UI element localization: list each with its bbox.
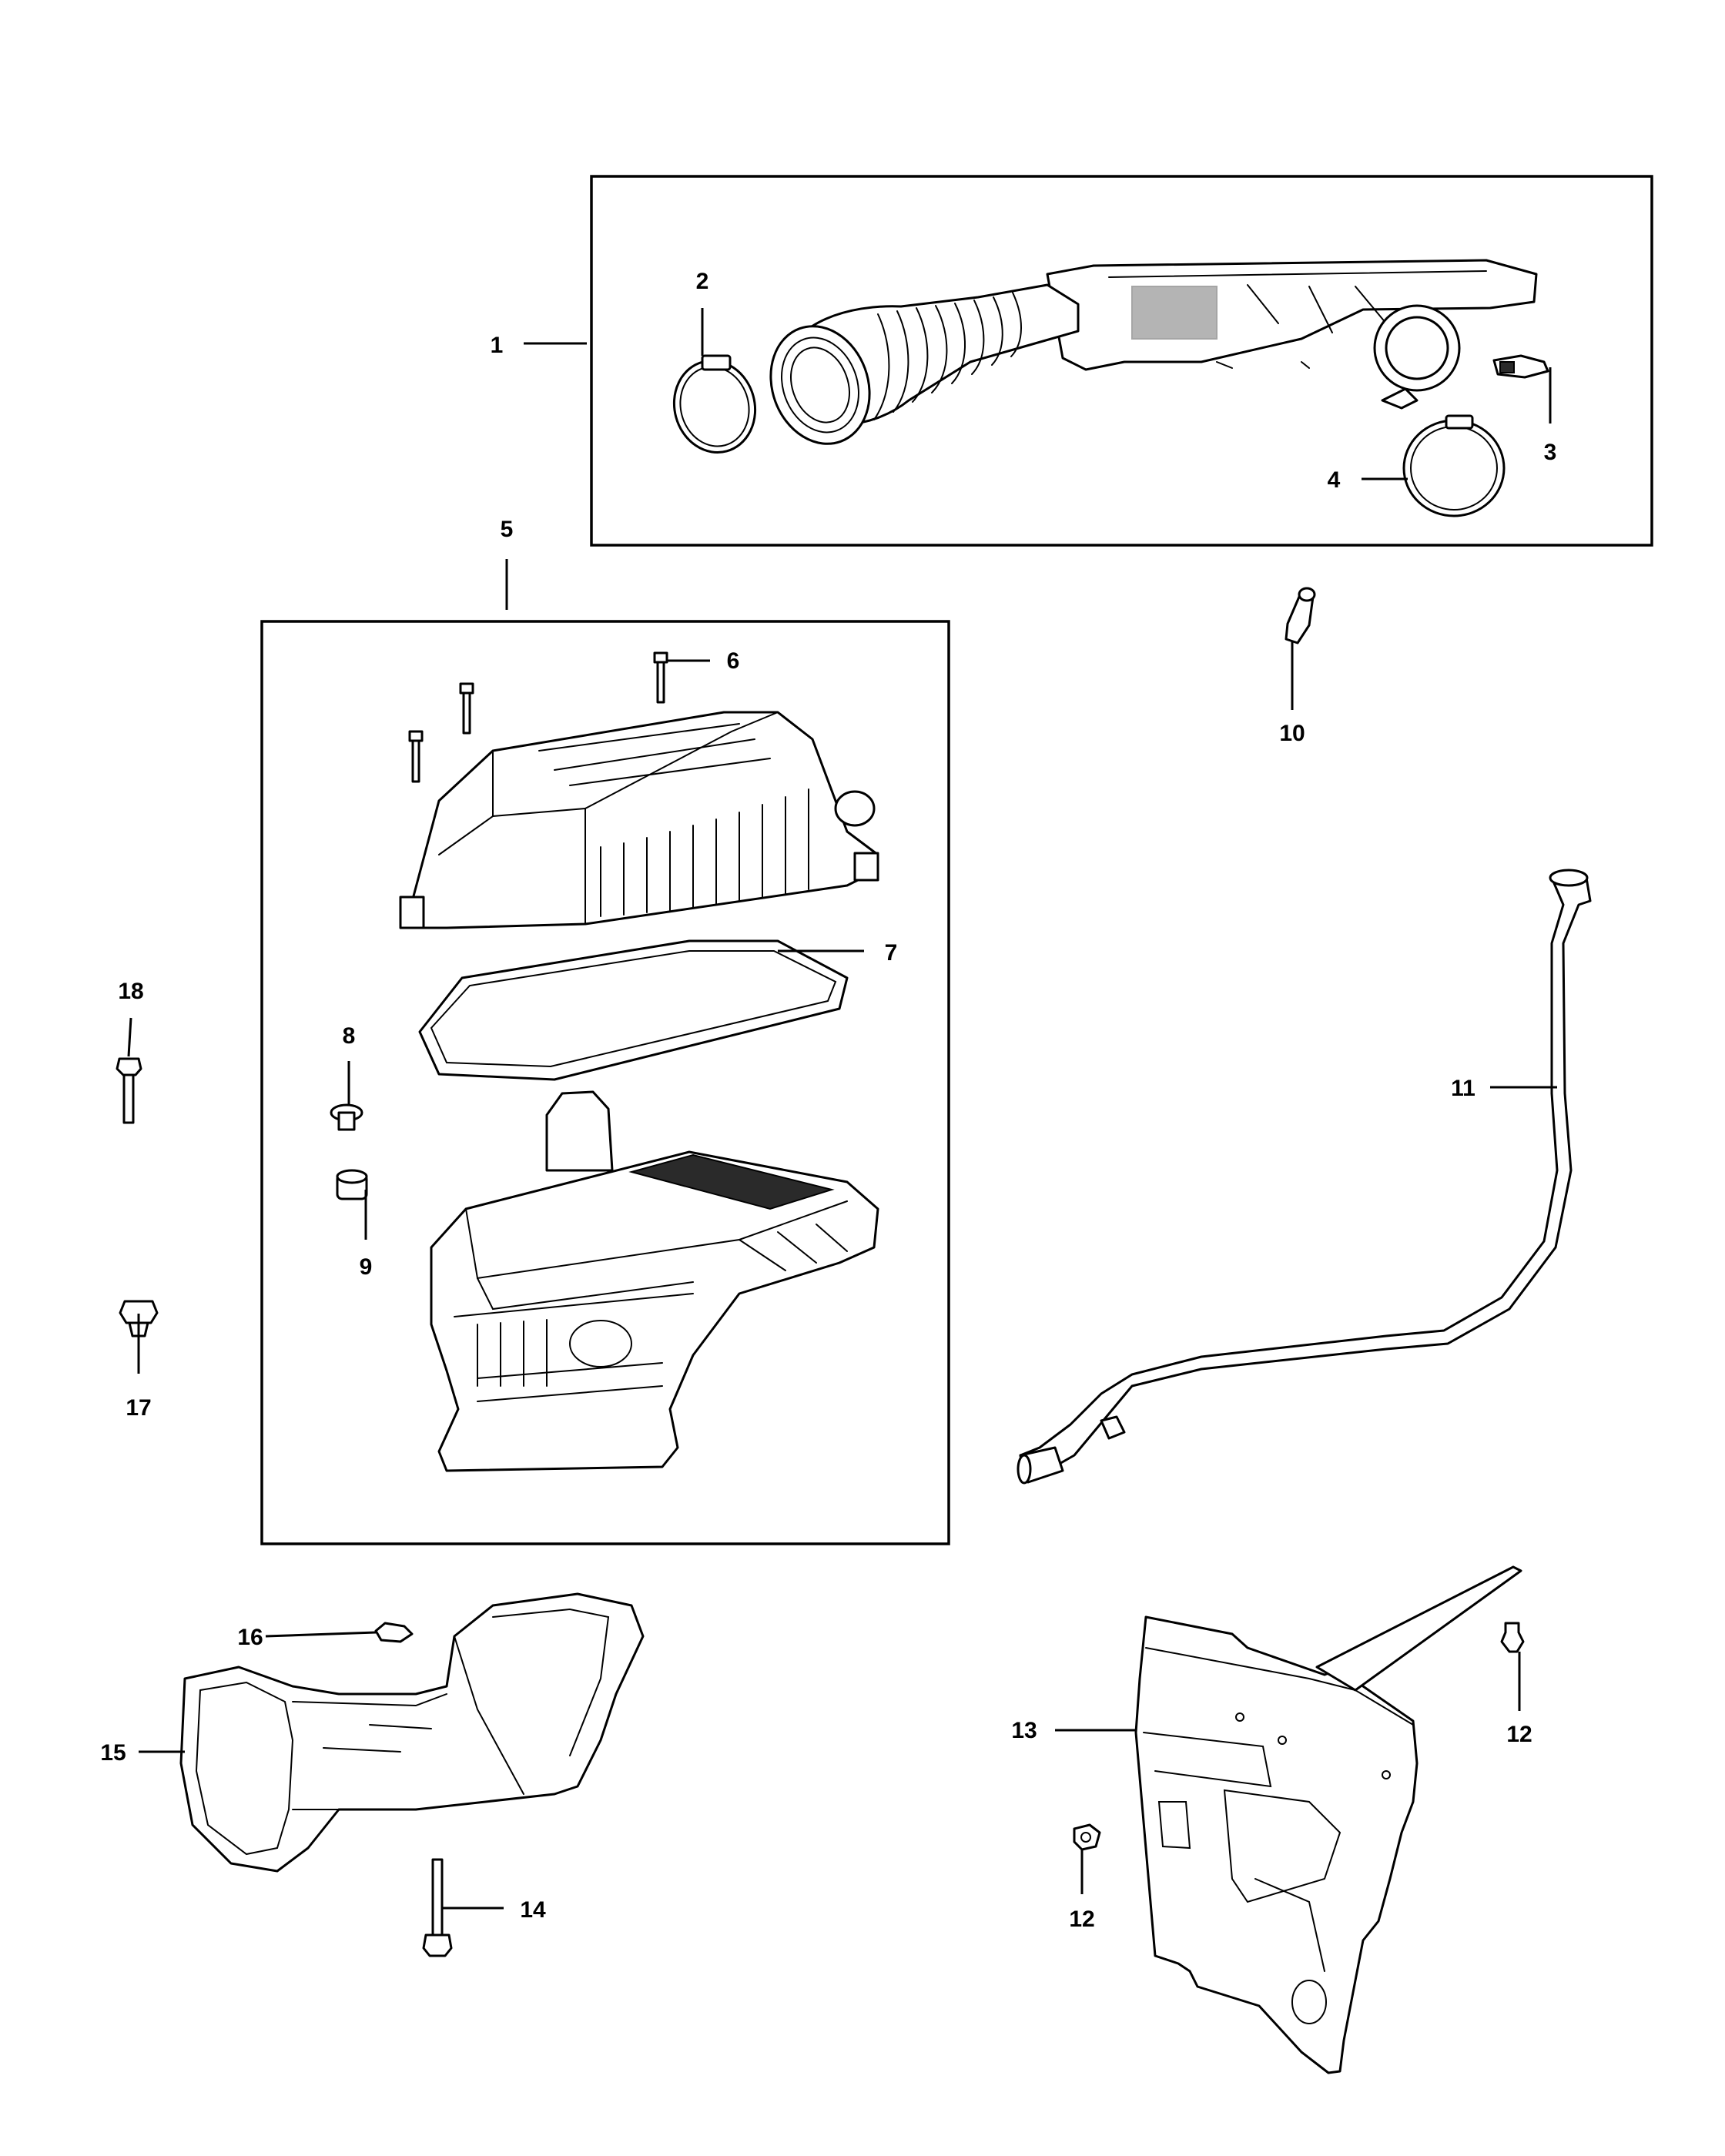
part-12-push-pin-lower (1073, 1823, 1101, 1851)
part-11-tube (1017, 869, 1592, 1485)
group-frame-5 (260, 620, 950, 1545)
callout-16: 16 (237, 1625, 263, 1650)
part-13-shield (1134, 1565, 1522, 2074)
part-4-hose-clamp (1402, 414, 1506, 517)
part-3-sensor (1492, 354, 1549, 379)
callout-1: 1 (491, 333, 504, 358)
part-16-clip (374, 1622, 414, 1643)
part-2-hose-clamp (672, 354, 757, 454)
callout-12-lower: 12 (1069, 1907, 1094, 1932)
leader-lines (127, 308, 1557, 1910)
callout-13: 13 (1011, 1718, 1037, 1743)
callout-6: 6 (727, 648, 740, 674)
callout-11: 11 (1451, 1076, 1475, 1101)
part-14-bolt (422, 1858, 453, 1957)
callout-10: 10 (1279, 721, 1305, 746)
callout-14: 14 (520, 1897, 546, 1923)
part-15-air-duct (179, 1592, 645, 1873)
callout-17: 17 (126, 1395, 151, 1421)
part-6-screws (408, 651, 668, 783)
air-cleaner-lower-housing (430, 1090, 879, 1472)
part-9-insulator (336, 1169, 368, 1200)
callout-18: 18 (118, 979, 143, 1004)
part-18-bolt (116, 1057, 142, 1124)
part-7-filter-element (418, 939, 849, 1081)
air-cleaner-upper-housing (399, 711, 879, 929)
callout-12-upper: 12 (1506, 1722, 1532, 1747)
part-8-fastener (330, 1103, 363, 1131)
callout-4: 4 (1328, 467, 1341, 493)
group-frame-1 (590, 175, 1653, 547)
part-10-sensor (1285, 587, 1316, 644)
callout-15: 15 (100, 1740, 126, 1766)
callout-5: 5 (501, 517, 514, 542)
callout-9: 9 (360, 1254, 373, 1280)
callout-3: 3 (1544, 440, 1557, 465)
callout-8: 8 (343, 1023, 356, 1049)
part-1-air-inlet-duct (769, 259, 1538, 445)
callout-7: 7 (885, 940, 898, 966)
part-12-push-pin-upper (1500, 1622, 1525, 1653)
callout-2: 2 (696, 269, 709, 294)
